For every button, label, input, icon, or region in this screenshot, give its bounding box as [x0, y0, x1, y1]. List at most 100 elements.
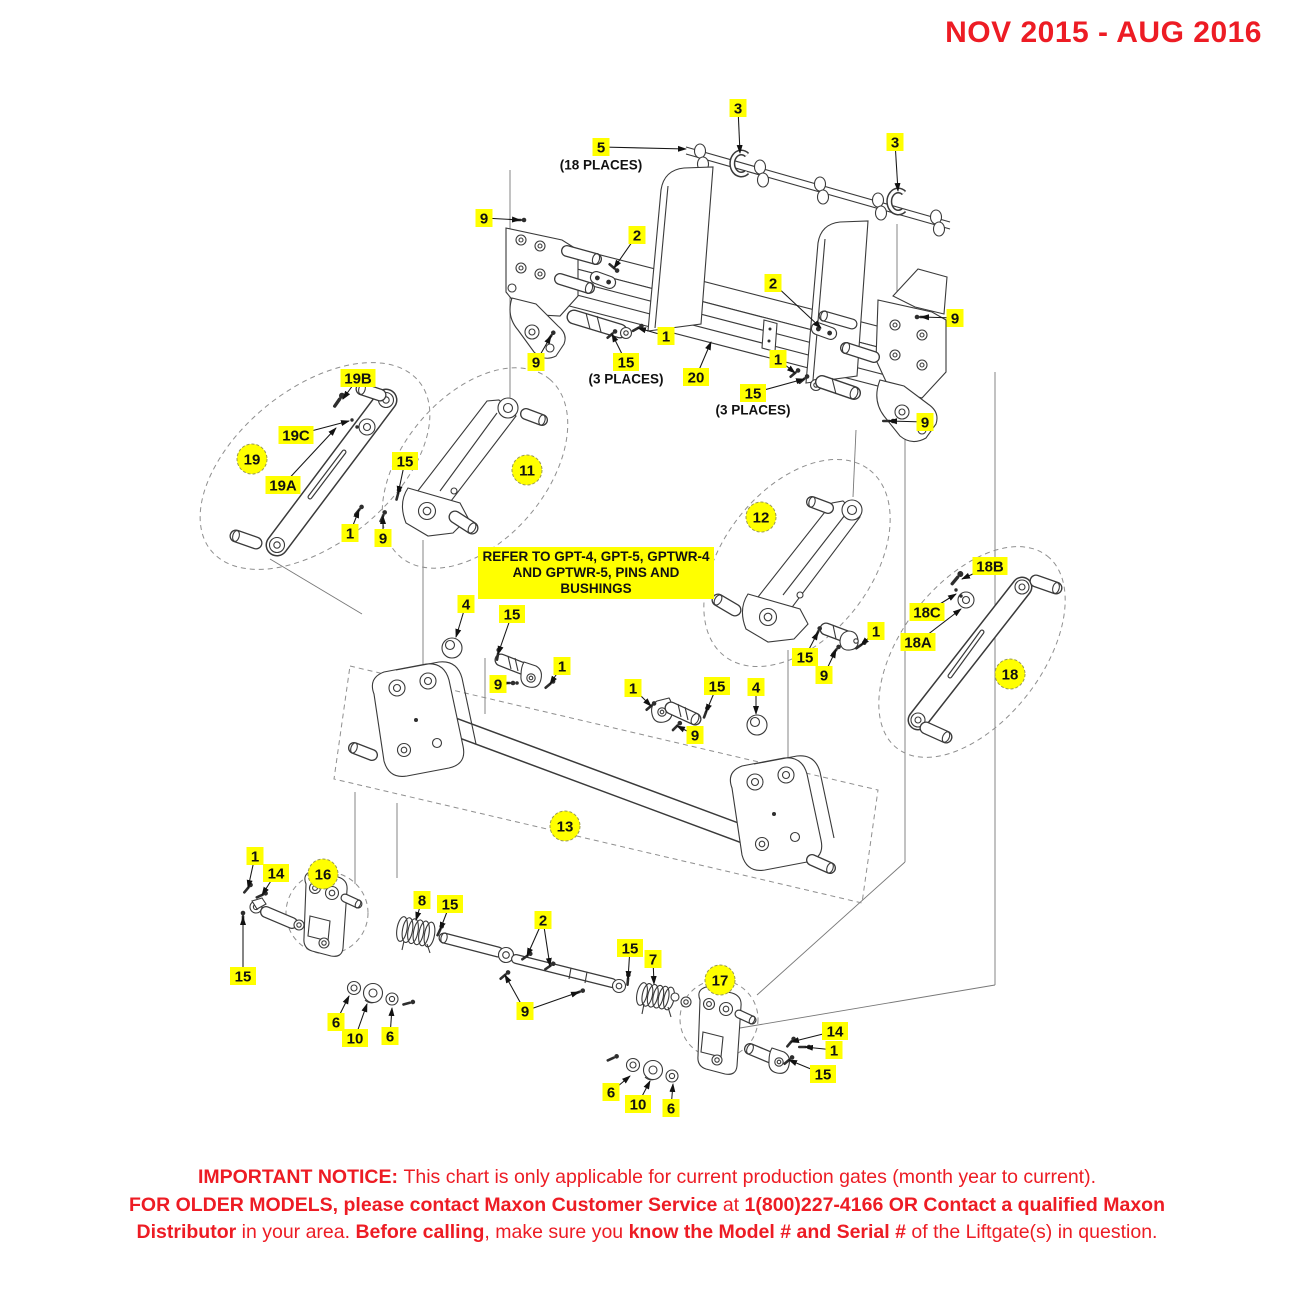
callout-15: 15(3 PLACES): [588, 333, 664, 387]
callout-4: 4: [455, 595, 475, 638]
callout-3: 3: [886, 133, 904, 192]
callout-highlight: [628, 226, 646, 244]
callout-number: 9: [532, 355, 540, 372]
callout-1: 1: [860, 622, 885, 646]
callout-number: 15: [618, 355, 635, 372]
callout-14: 14: [790, 1022, 848, 1043]
callout-6: 6: [602, 1075, 631, 1102]
c-clip: [886, 187, 907, 216]
callout-number: 18C: [913, 605, 941, 622]
assembly-callout-circle: [994, 658, 1026, 690]
callout-highlight: [769, 350, 787, 368]
callout-1: 1: [549, 657, 571, 685]
spring-7: [636, 982, 675, 1018]
assembly-callout-number: 11: [519, 463, 535, 480]
callout-4: 4: [747, 678, 765, 715]
washer-set-left: [346, 980, 416, 1008]
assembly-callout-number: 16: [315, 867, 332, 884]
callout-highlight: [617, 939, 643, 957]
callout-15: 15: [392, 452, 418, 495]
callout-number: 15: [397, 454, 414, 471]
pivot-pin: [566, 309, 633, 340]
assembly-callout-number: 19: [244, 452, 261, 469]
assembly-callout-circle: [307, 858, 339, 890]
tube-bracket-left: [348, 661, 477, 777]
assembly-callout-circle: [704, 964, 736, 996]
callout-highlight: [916, 413, 934, 431]
callout-highlight: [729, 99, 747, 117]
callout-number: 5: [597, 140, 605, 157]
bracket-17: [670, 986, 757, 1075]
callout-number: 9: [820, 668, 828, 685]
assembly-callout-16: 16: [307, 858, 339, 890]
notice-line: IMPORTANT NOTICE: This chart is only app…: [197, 1166, 1097, 1188]
callout-number: 7: [649, 952, 657, 969]
assembly-callout-circle: [745, 501, 777, 533]
callout-9: 9: [475, 209, 521, 228]
callout-highlight: [909, 603, 945, 621]
callout-15: 15: [437, 895, 463, 931]
callout-number: 15: [709, 679, 726, 696]
callout-15: 15: [788, 1059, 836, 1084]
callout-number: 14: [827, 1024, 844, 1041]
callout-highlight: [900, 633, 936, 651]
callout-number: 15: [797, 650, 814, 667]
callout-number: 1: [774, 352, 782, 369]
torsion-rod-assembly: [685, 143, 951, 237]
bushing: [711, 593, 742, 617]
callout-1: 1: [804, 1041, 843, 1060]
bushing: [806, 496, 834, 514]
callout-highlight: [747, 678, 765, 696]
callout-9: 9: [527, 335, 552, 372]
bushing: [229, 529, 263, 550]
callout-number: 1: [830, 1043, 838, 1060]
callout-number: 10: [630, 1097, 647, 1114]
callout-5: 5(18 PLACES): [560, 138, 687, 173]
tube-bracket-right: [729, 755, 836, 874]
link-plate: [589, 271, 617, 289]
assembly-callout-number: 13: [557, 819, 574, 836]
hardware-bolts: [240, 217, 928, 1067]
callout-note: (3 PLACES): [588, 372, 663, 387]
callout-highlight: [972, 557, 1008, 575]
callout-highlight: [867, 622, 885, 640]
assembly-callout-circle: [236, 443, 268, 475]
callout-highlight: [886, 133, 904, 151]
callout-6: 6: [662, 1083, 680, 1118]
callout-highlight: [946, 309, 964, 327]
callout-1: 1: [769, 350, 796, 374]
callout-highlight: [815, 666, 833, 684]
callout-highlight: [662, 1099, 680, 1117]
callout-number: 9: [494, 677, 502, 694]
reference-note-line2: AND GPTWR-5, PINS AND BUSHINGS: [512, 565, 680, 596]
bushing: [919, 721, 953, 744]
callout-9: 9: [504, 974, 580, 1021]
notice-line: Distributor in your area. Before calling…: [136, 1221, 1158, 1243]
ramp-plate-right: [805, 220, 869, 384]
pivot-pin-group-right: [651, 697, 768, 736]
callout-2: 2: [613, 226, 646, 269]
leader-line: [600, 145, 687, 152]
callout-highlight: [374, 529, 392, 547]
assembly-callout-12: 12: [745, 501, 777, 533]
callout-number: 9: [951, 311, 959, 328]
callout-highlight: [657, 327, 675, 345]
ramp-plate-left: [647, 166, 714, 332]
callout-15: 15: [792, 631, 819, 667]
callout-18C: 18C: [909, 593, 957, 622]
leader-line: [282, 427, 337, 486]
callout-15: 15: [230, 916, 256, 986]
callout-number: 15: [442, 897, 459, 914]
clevis-pin-right: [744, 1043, 790, 1074]
pivot-pin: [819, 622, 859, 651]
callout-highlight: [740, 384, 766, 402]
callout-number: 9: [921, 415, 929, 432]
bottom-linkage-group: [249, 870, 790, 1083]
callout-number: 19B: [344, 371, 372, 388]
callout-highlight: [381, 1027, 399, 1045]
important-notice: IMPORTANT NOTICE: This chart is only app…: [0, 1164, 1294, 1247]
callout-15: 15(3 PLACES): [715, 378, 805, 418]
callout-15: 15: [617, 939, 643, 980]
